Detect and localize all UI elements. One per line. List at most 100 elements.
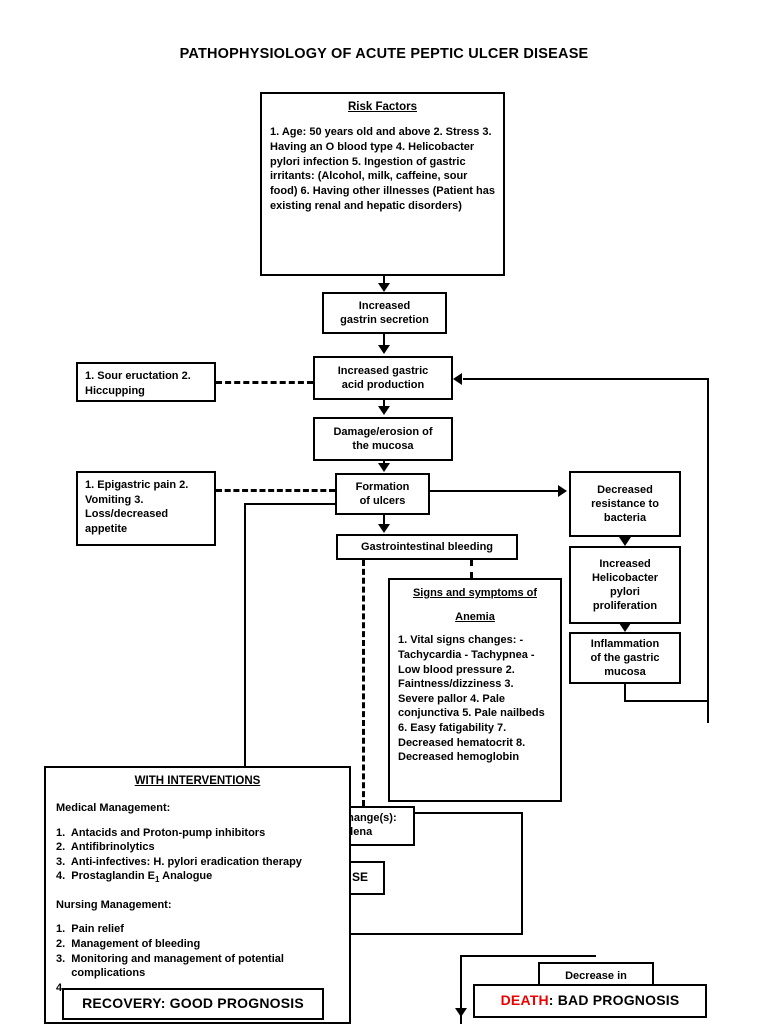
interventions-header: WITH INTERVENTIONS: [134, 775, 261, 787]
nursing-management-heading: Nursing Management:: [56, 898, 172, 911]
arrowhead-down: [378, 406, 390, 415]
acid-line-2: acid production: [341, 379, 425, 391]
risk-factors-header: Risk Factors: [347, 101, 418, 113]
feedback-loop-seg-up: [707, 378, 709, 723]
arrowhead-left: [453, 373, 462, 385]
gastrointestinal-bleeding-box: Gastrointestinal bleeding: [336, 534, 518, 560]
arrowhead-down: [619, 623, 631, 632]
medical-item: 3. Anti-infectives: H. pylori eradicatio…: [56, 855, 302, 868]
prostaglandin-post: Analogue: [159, 870, 213, 883]
anemia-item: 8. Decreased hemoglobin: [398, 736, 526, 764]
anemia-item: 3. Severe pallor: [398, 678, 514, 705]
risk-factor-item: (Patient has existing renal and: [270, 185, 495, 213]
mucosa-line-1: Damage/erosion of: [333, 425, 433, 438]
symptom-item: appetite: [85, 523, 128, 536]
page-title: PATHOPHYSIOLOGY OF ACUTE PEPTIC ULCER DI…: [179, 46, 589, 62]
anemia-item: - Tachypnea: [464, 648, 528, 661]
symptom-item: 1. Sour eructation: [85, 370, 179, 382]
arrowhead-down: [378, 463, 390, 472]
anemia-item: 1. Vital signs changes:: [398, 634, 517, 647]
nursing-item: 3. Monitoring and management of potentia…: [56, 952, 284, 965]
gastrin-line-2: gastrin secretion: [340, 314, 429, 326]
inflammation-line-1: Inflammation: [590, 637, 660, 650]
connector-riskfactors-gastrin: [383, 276, 385, 286]
arrowhead-down: [378, 524, 390, 533]
resistance-line-3: bacteria: [603, 512, 647, 525]
arrowhead-down: [455, 1008, 467, 1017]
risk-factor-item: 3. Having an O blood type: [270, 125, 492, 153]
hpylori-line-3: pylori: [610, 586, 640, 598]
risk-factor-item: hepatic disorders): [366, 200, 462, 213]
anemia-header-line-2: Anemia: [455, 610, 495, 623]
mucosa-line-2: the mucosa: [352, 440, 414, 452]
connector-decrease-down: [460, 955, 462, 1024]
hpylori-line-1: Increased: [599, 557, 651, 570]
connector-right-vertical: [521, 812, 523, 935]
symptom-item: 1. Epigastric pain: [85, 479, 177, 491]
resistance-line-2: resistance to: [591, 497, 659, 510]
formation-of-ulcers-box: Formation of ulcers: [335, 473, 430, 515]
hypovolemic-shock-box: SE: [347, 861, 385, 895]
medical-management-heading: Medical Management:: [56, 802, 171, 815]
anemia-signs-symptoms-box: Signs and symptoms of Anemia 1. Vital si…: [388, 578, 562, 802]
arrowhead-down: [378, 345, 390, 354]
anemia-item: 5. Pale nailbeds: [462, 707, 545, 720]
symptom-item: 3. Loss/decreased: [85, 493, 169, 521]
connector-ulcer-interventions-v: [244, 503, 246, 768]
death-bad-prognosis-box: DEATH: BAD PROGNOSIS: [473, 984, 707, 1018]
anemia-item: 2. Faintness/dizziness: [398, 663, 515, 691]
medical-item: 2. Antifibrinolytics: [56, 841, 155, 854]
risk-factor-item: (Alcohol, milk, caffeine, sour food): [270, 170, 468, 198]
hpylori-proliferation-box: Increased Helicobacter pylori proliferat…: [569, 546, 681, 624]
risk-factors-box: Risk Factors 1. Age: 50 years old and ab…: [260, 92, 505, 276]
increased-gastrin-secretion-box: Increased gastrin secretion: [322, 292, 447, 334]
resistance-line-1: Decreased: [597, 483, 653, 496]
arrowhead-down: [619, 537, 631, 546]
damage-erosion-mucosa-box: Damage/erosion of the mucosa: [313, 417, 453, 461]
feedback-loop-seg-down: [624, 684, 626, 702]
anemia-item: - Tachycardia: [398, 634, 524, 661]
dashed-connector-gibleeding-anemia: [470, 560, 473, 578]
risk-factor-item: 1. Age: 50 years old and above: [270, 125, 431, 138]
symptoms-epigastric-box: 1. Epigastric pain 2. Vomiting 3. Loss/d…: [76, 471, 216, 546]
arrowhead-right: [558, 485, 567, 497]
medical-item: 1. Antacids and Proton-pump inhibitors: [56, 826, 266, 839]
hypovolemic-label: SE: [352, 870, 369, 885]
increased-gastric-acid-production-box: Increased gastric acid production: [313, 356, 453, 400]
stool-change-line-1: change(s):: [341, 812, 397, 824]
anemia-item: 6. Easy fatigability: [398, 722, 494, 734]
anemia-item: - Low blood pressure: [398, 648, 535, 676]
risk-factor-item: 4. Helicobacter pylori infection: [270, 140, 475, 168]
connector-to-decrease: [460, 955, 596, 957]
anemia-header-line-1: Signs and symptoms of: [412, 587, 538, 599]
medical-item-prostaglandin: 4. Prostaglandin E1 Analogue: [56, 869, 339, 886]
with-interventions-box: WITH INTERVENTIONS Medical Management: 1…: [44, 766, 351, 1024]
nursing-item: 2. Management of bleeding: [56, 938, 201, 950]
connector-gastrin-acid: [383, 334, 385, 346]
nursing-item: 4.: [56, 981, 66, 994]
gi-bleeding-label: Gastrointestinal bleeding: [360, 540, 494, 553]
gastrin-line-1: Increased: [358, 299, 411, 312]
decrease-in-label: Decrease in: [565, 969, 627, 982]
feedback-loop-seg-to-acid: [463, 378, 709, 380]
anemia-item: 4. Pale conjunctiva: [398, 692, 506, 720]
recovery-label: RECOVERY: GOOD PROGNOSIS: [82, 995, 304, 1012]
risk-factor-item: 5. Ingestion of gastric irritants:: [270, 155, 466, 183]
connector-stool-right: [413, 812, 523, 814]
anemia-item: 7. Decreased hematocrit: [398, 722, 513, 749]
recovery-good-prognosis-box: RECOVERY: GOOD PROGNOSIS: [62, 988, 324, 1020]
arrowhead-down: [378, 283, 390, 292]
hpylori-line-4: proliferation: [592, 600, 658, 613]
connector-ulcer-interventions-h: [244, 503, 337, 505]
risk-factor-item: 2. Stress: [433, 125, 480, 138]
dashed-connector-symptoms2-ulcer: [216, 489, 335, 492]
risk-factor-item: 6. Having other illnesses: [300, 185, 430, 198]
dashed-connector-symptoms1-acid: [216, 381, 313, 384]
symptoms-eructation-box: 1. Sour eructation 2. Hiccupping: [76, 362, 216, 402]
connector-spine-to-right: [349, 933, 523, 935]
nursing-item: complications: [56, 967, 146, 980]
inflammation-line-2: of the gastric: [590, 651, 660, 664]
symptom-item: 2. Vomiting: [85, 479, 189, 506]
connector-ulcer-resistance: [430, 490, 560, 492]
connector-ulcer-gibleeding: [383, 515, 385, 529]
